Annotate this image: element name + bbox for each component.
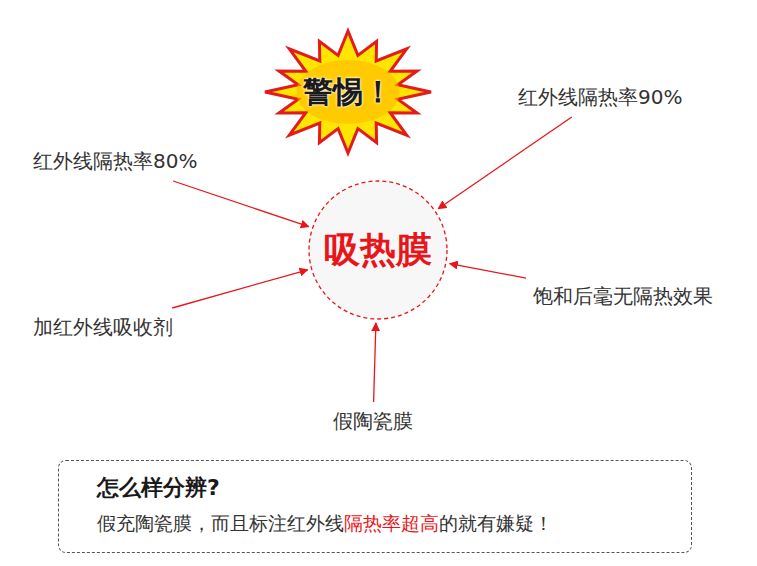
label-text: 饱和后毫无隔热效果	[533, 284, 713, 308]
label-text: 吸热膜	[324, 226, 432, 275]
arrow-connector	[173, 181, 309, 227]
tip-box: 怎么样分辨? 假充陶瓷膜，而且标注红外线隔热率超高的就有嫌疑！	[58, 460, 692, 553]
claim-label: 红外线隔热率80%	[30, 146, 200, 177]
label-text: 警惕！	[303, 72, 393, 113]
label-text: 假充陶瓷膜，而且标注红外线	[97, 512, 344, 534]
label-text: 隔热率超高	[344, 512, 439, 534]
claim-label: 饱和后毫无隔热效果	[530, 281, 716, 312]
label-text: 红外线隔热率80%	[33, 149, 197, 173]
claim-label: 假陶瓷膜	[330, 406, 416, 437]
arrow-connector	[450, 264, 526, 279]
label-text: 红外线隔热率90%	[518, 85, 682, 109]
arrow-connector	[438, 117, 572, 209]
center-circle: 吸热膜	[308, 180, 448, 320]
claim-label: 红外线隔热率90%	[515, 82, 685, 113]
label-text: 怎么样分辨?	[97, 475, 220, 500]
warning-burst: 警惕！	[262, 28, 434, 156]
arrow-connector	[374, 323, 376, 402]
claim-label: 加红外线吸收剂	[30, 312, 176, 343]
label-text: 的就有嫌疑！	[439, 512, 553, 534]
label-text: 假陶瓷膜	[333, 409, 413, 433]
arrow-connector	[172, 270, 308, 308]
label-text: 加红外线吸收剂	[33, 315, 173, 339]
